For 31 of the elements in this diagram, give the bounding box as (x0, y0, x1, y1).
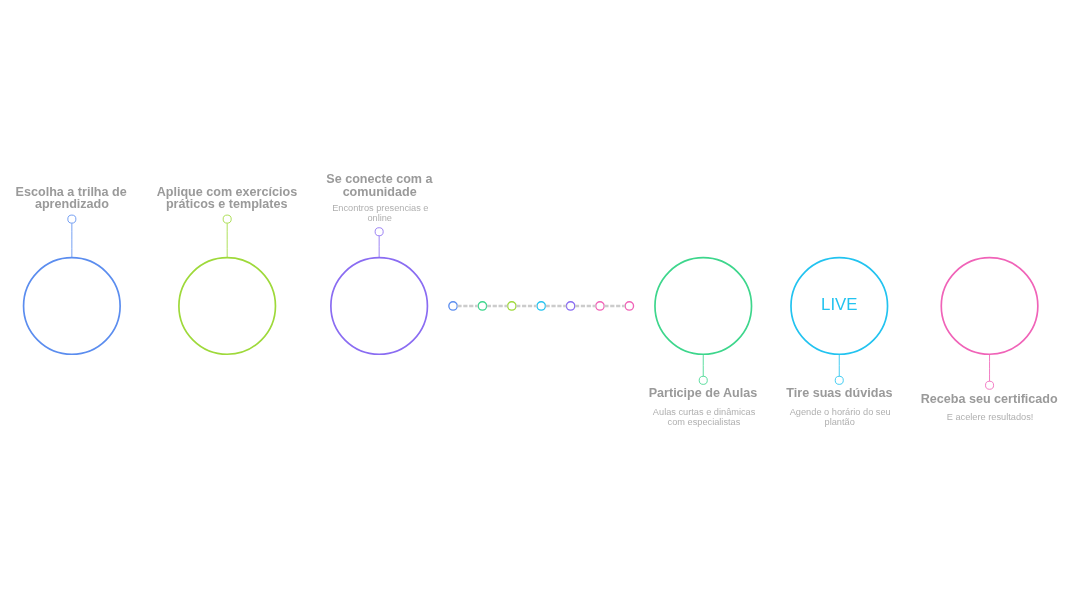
node-text: Tire suas dúvidas Agende o horário do seu plantão (786, 385, 893, 427)
node-text: Participe de Aulas Aulas curtas e dinâmicas com especialistas (648, 385, 758, 427)
connector (834, 353, 844, 385)
connector (222, 214, 232, 258)
connector (985, 353, 994, 390)
node-circle (178, 256, 277, 355)
node-text: Aplique com exercícios práticos e templates (156, 184, 298, 211)
connector (486, 304, 508, 307)
connector (67, 214, 77, 258)
node-circle (22, 256, 121, 355)
connector (545, 304, 567, 307)
node-circle (536, 300, 547, 311)
node-text: Receba seu certificado E acelere resultados! (920, 391, 1058, 422)
node-circle (448, 300, 458, 311)
connector (516, 304, 537, 307)
node-circle (506, 300, 517, 311)
connector (698, 353, 708, 385)
node-circle (654, 256, 753, 355)
node-circle (477, 300, 488, 311)
node-circle (624, 300, 635, 311)
node-text: Escolha a trilha de aprendizado (15, 184, 127, 211)
node-circle (595, 300, 605, 311)
connector (457, 304, 479, 307)
connector (374, 226, 384, 258)
connector (604, 304, 626, 307)
node-circle (565, 300, 576, 311)
node-text: Se conecte com a comunidade Encontros presencias e online (326, 171, 433, 223)
node-circle: LIVE (790, 256, 889, 355)
node-circle (940, 256, 1039, 355)
connector (574, 304, 596, 307)
node-circle (330, 256, 429, 355)
